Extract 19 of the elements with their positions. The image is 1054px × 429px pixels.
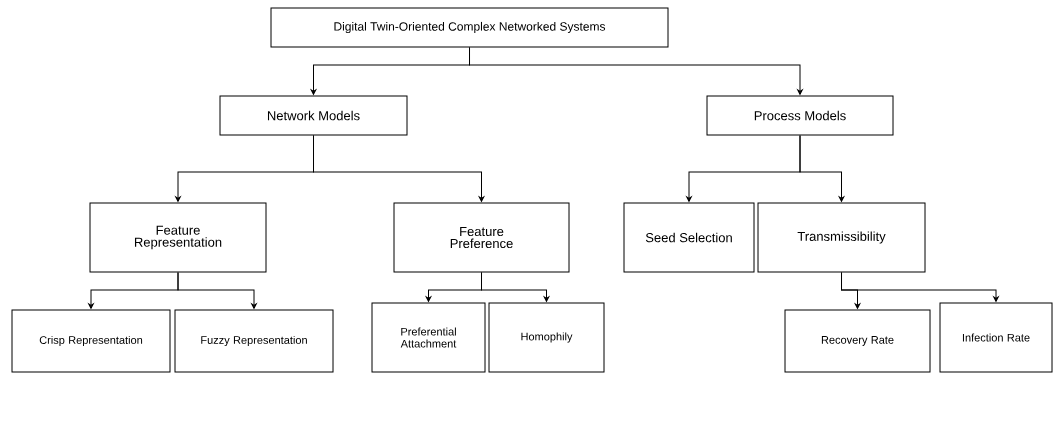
box: Crisp Representation	[11, 309, 171, 373]
arrow	[799, 135, 845, 202]
box: Fuzzy Representation	[174, 309, 334, 373]
box: Process Models	[706, 95, 894, 136]
box: Recovery Rate	[784, 309, 931, 373]
box: Seed Selection	[623, 202, 755, 273]
box: Feature Representation	[89, 202, 267, 273]
box: Network Models	[219, 95, 408, 136]
box: Feature Preference	[393, 202, 570, 273]
arrow	[469, 47, 803, 95]
arrow	[481, 272, 550, 302]
box: Transmissibility	[757, 202, 926, 273]
box: Preferential Attachment	[371, 302, 486, 373]
box: Infection Rate	[939, 302, 1053, 373]
arrow	[841, 272, 999, 302]
box: Digital Twin-Oriented Complex Networked Systems	[270, 7, 669, 48]
box: Homophily	[488, 302, 605, 373]
arrow	[177, 272, 257, 309]
arrow	[313, 135, 485, 202]
